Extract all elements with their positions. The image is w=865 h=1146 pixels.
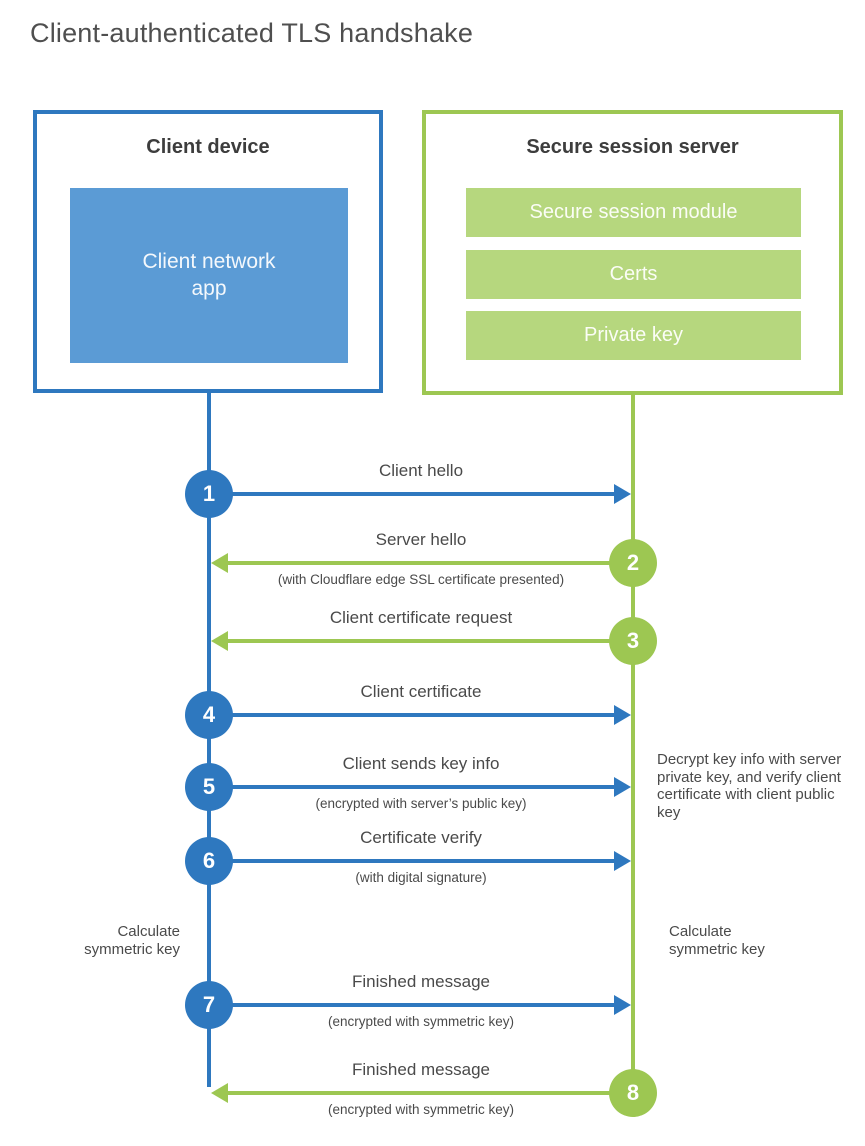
step-5-arrow — [209, 785, 614, 789]
step-1-badge: 1 — [185, 470, 233, 518]
server-title: Secure session server — [526, 136, 739, 158]
step-4-arrowhead-icon — [614, 705, 631, 725]
step-7-sublabel: (encrypted with symmetric key) — [327, 1014, 515, 1029]
server-lifeline — [631, 395, 635, 1093]
step-6-sublabel: (with digital signature) — [355, 870, 487, 885]
client-device-title: Client device — [146, 136, 270, 158]
client-lifeline — [207, 393, 211, 1087]
step-7-arrow — [209, 1003, 614, 1007]
client-network-app-label: Client network app — [142, 250, 276, 300]
step-8-sublabel: (encrypted with symmetric key) — [327, 1102, 515, 1117]
step-1-label: Client hello — [378, 461, 464, 480]
step-3-badge: 3 — [609, 617, 657, 665]
step-7-arrowhead-icon — [614, 995, 631, 1015]
annotation-decrypt-key-info: Decrypt key info with server private key… — [657, 751, 842, 821]
step-3-label: Client certificate request — [329, 608, 513, 627]
step-3-arrow — [228, 639, 633, 643]
step-8-badge: 8 — [609, 1069, 657, 1117]
step-8-arrow — [228, 1091, 633, 1095]
server-module-secure-session: Secure session module — [466, 188, 801, 237]
step-3-arrowhead-icon — [211, 631, 228, 651]
diagram-title: Client-authenticated TLS handshake — [30, 18, 474, 48]
annotation-calc-symmetric-key-client: Calculate symmetric key — [84, 923, 180, 958]
step-7-badge: 7 — [185, 981, 233, 1029]
step-6-badge: 6 — [185, 837, 233, 885]
server-module-private-key: Private key — [466, 311, 801, 360]
step-2-sublabel: (with Cloudflare edge SSL certificate pr… — [277, 572, 565, 587]
step-6-arrow — [209, 859, 614, 863]
step-2-badge: 2 — [609, 539, 657, 587]
step-1-arrow — [209, 492, 614, 496]
step-2-arrow — [228, 561, 633, 565]
step-5-arrowhead-icon — [614, 777, 631, 797]
server-module-certs: Certs — [466, 250, 801, 299]
step-8-label: Finished message — [352, 1060, 490, 1079]
step-7-label: Finished message — [352, 972, 490, 991]
step-2-arrowhead-icon — [211, 553, 228, 573]
step-5-label: Client sends key info — [342, 754, 500, 773]
step-2-label: Server hello — [375, 530, 467, 549]
client-network-app-box: Client network app — [70, 188, 348, 363]
step-5-sublabel: (encrypted with server’s public key) — [315, 796, 527, 811]
annotation-calc-symmetric-key-server: Calculate symmetric key — [669, 923, 765, 958]
step-1-arrowhead-icon — [614, 484, 631, 504]
step-5-badge: 5 — [185, 763, 233, 811]
step-4-label: Client certificate — [360, 682, 482, 701]
step-6-label: Certificate verify — [360, 828, 482, 847]
step-6-arrowhead-icon — [614, 851, 631, 871]
step-4-arrow — [209, 713, 614, 717]
step-4-badge: 4 — [185, 691, 233, 739]
step-8-arrowhead-icon — [211, 1083, 228, 1103]
